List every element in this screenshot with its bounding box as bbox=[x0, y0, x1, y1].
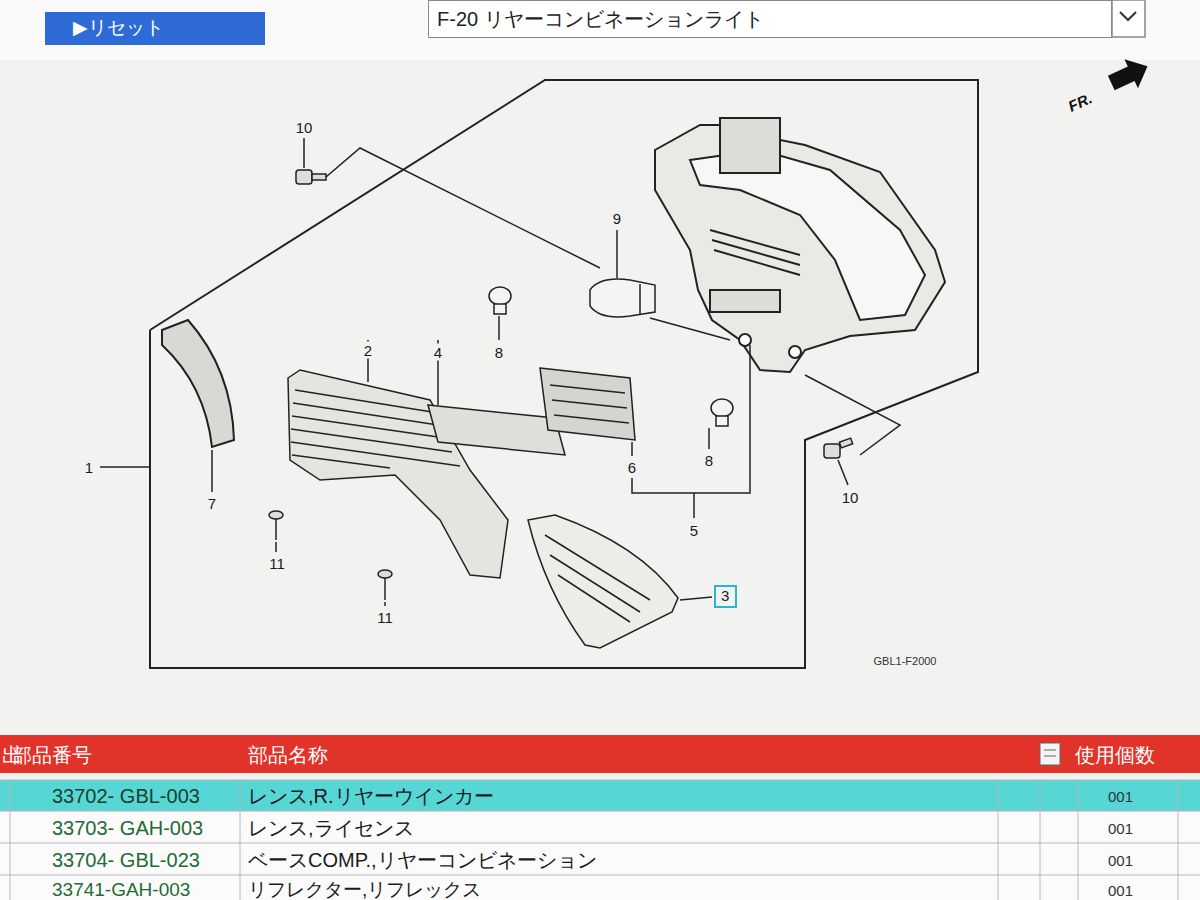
part-number: 33741-GAH-003 bbox=[52, 880, 190, 899]
part-number: 33702- GBL-003 bbox=[52, 786, 200, 806]
callout-number: 11 bbox=[267, 555, 287, 572]
table-header: 使用個数 bbox=[1075, 745, 1155, 765]
callout-number: 2 bbox=[362, 342, 374, 359]
callout-number: 7 bbox=[206, 495, 218, 512]
part-name: ベースCOMP.,リヤーコンビネーション bbox=[248, 850, 597, 870]
node-text: ▶リセット bbox=[73, 18, 237, 39]
part-name: リフレクター,リフレックス bbox=[248, 880, 481, 899]
callout-number: 10 bbox=[840, 489, 861, 506]
callout-number: 11 bbox=[375, 609, 395, 626]
figure-code: GBL1-F2000 bbox=[872, 655, 939, 668]
node-text: 3 bbox=[721, 588, 730, 605]
table-header: 部品名称 bbox=[248, 745, 328, 765]
callout-number: 5 bbox=[688, 522, 700, 539]
part-name: レンス,ライセンス bbox=[248, 818, 414, 838]
node-text: F-20 リヤーコンビネーションライト bbox=[437, 8, 1103, 30]
callout-number: 4 bbox=[432, 344, 444, 361]
table-header: 部品番号 bbox=[12, 745, 92, 765]
callout-number: 8 bbox=[493, 344, 505, 361]
quantity: 001 bbox=[1108, 789, 1133, 804]
callout-number: 6 bbox=[626, 459, 638, 476]
quantity: 001 bbox=[1108, 883, 1133, 898]
quantity: 001 bbox=[1108, 853, 1133, 868]
part-number: 33703- GAH-003 bbox=[52, 818, 203, 838]
callout-number: 8 bbox=[703, 452, 715, 469]
callout-box: 3 bbox=[714, 585, 737, 608]
front-indicator: FR. bbox=[1064, 88, 1097, 115]
quantity: 001 bbox=[1108, 821, 1133, 836]
part-number: 33704- GBL-023 bbox=[52, 850, 200, 870]
callout-number: 1 bbox=[83, 459, 95, 476]
part-name: レンス,R.リヤーウインカー bbox=[248, 786, 494, 806]
callout-number: 9 bbox=[611, 210, 623, 227]
callout-number: 10 bbox=[294, 119, 315, 136]
reset-button: ▶リセット bbox=[45, 12, 265, 45]
section-dropdown: F-20 リヤーコンビネーションライト bbox=[428, 0, 1112, 38]
